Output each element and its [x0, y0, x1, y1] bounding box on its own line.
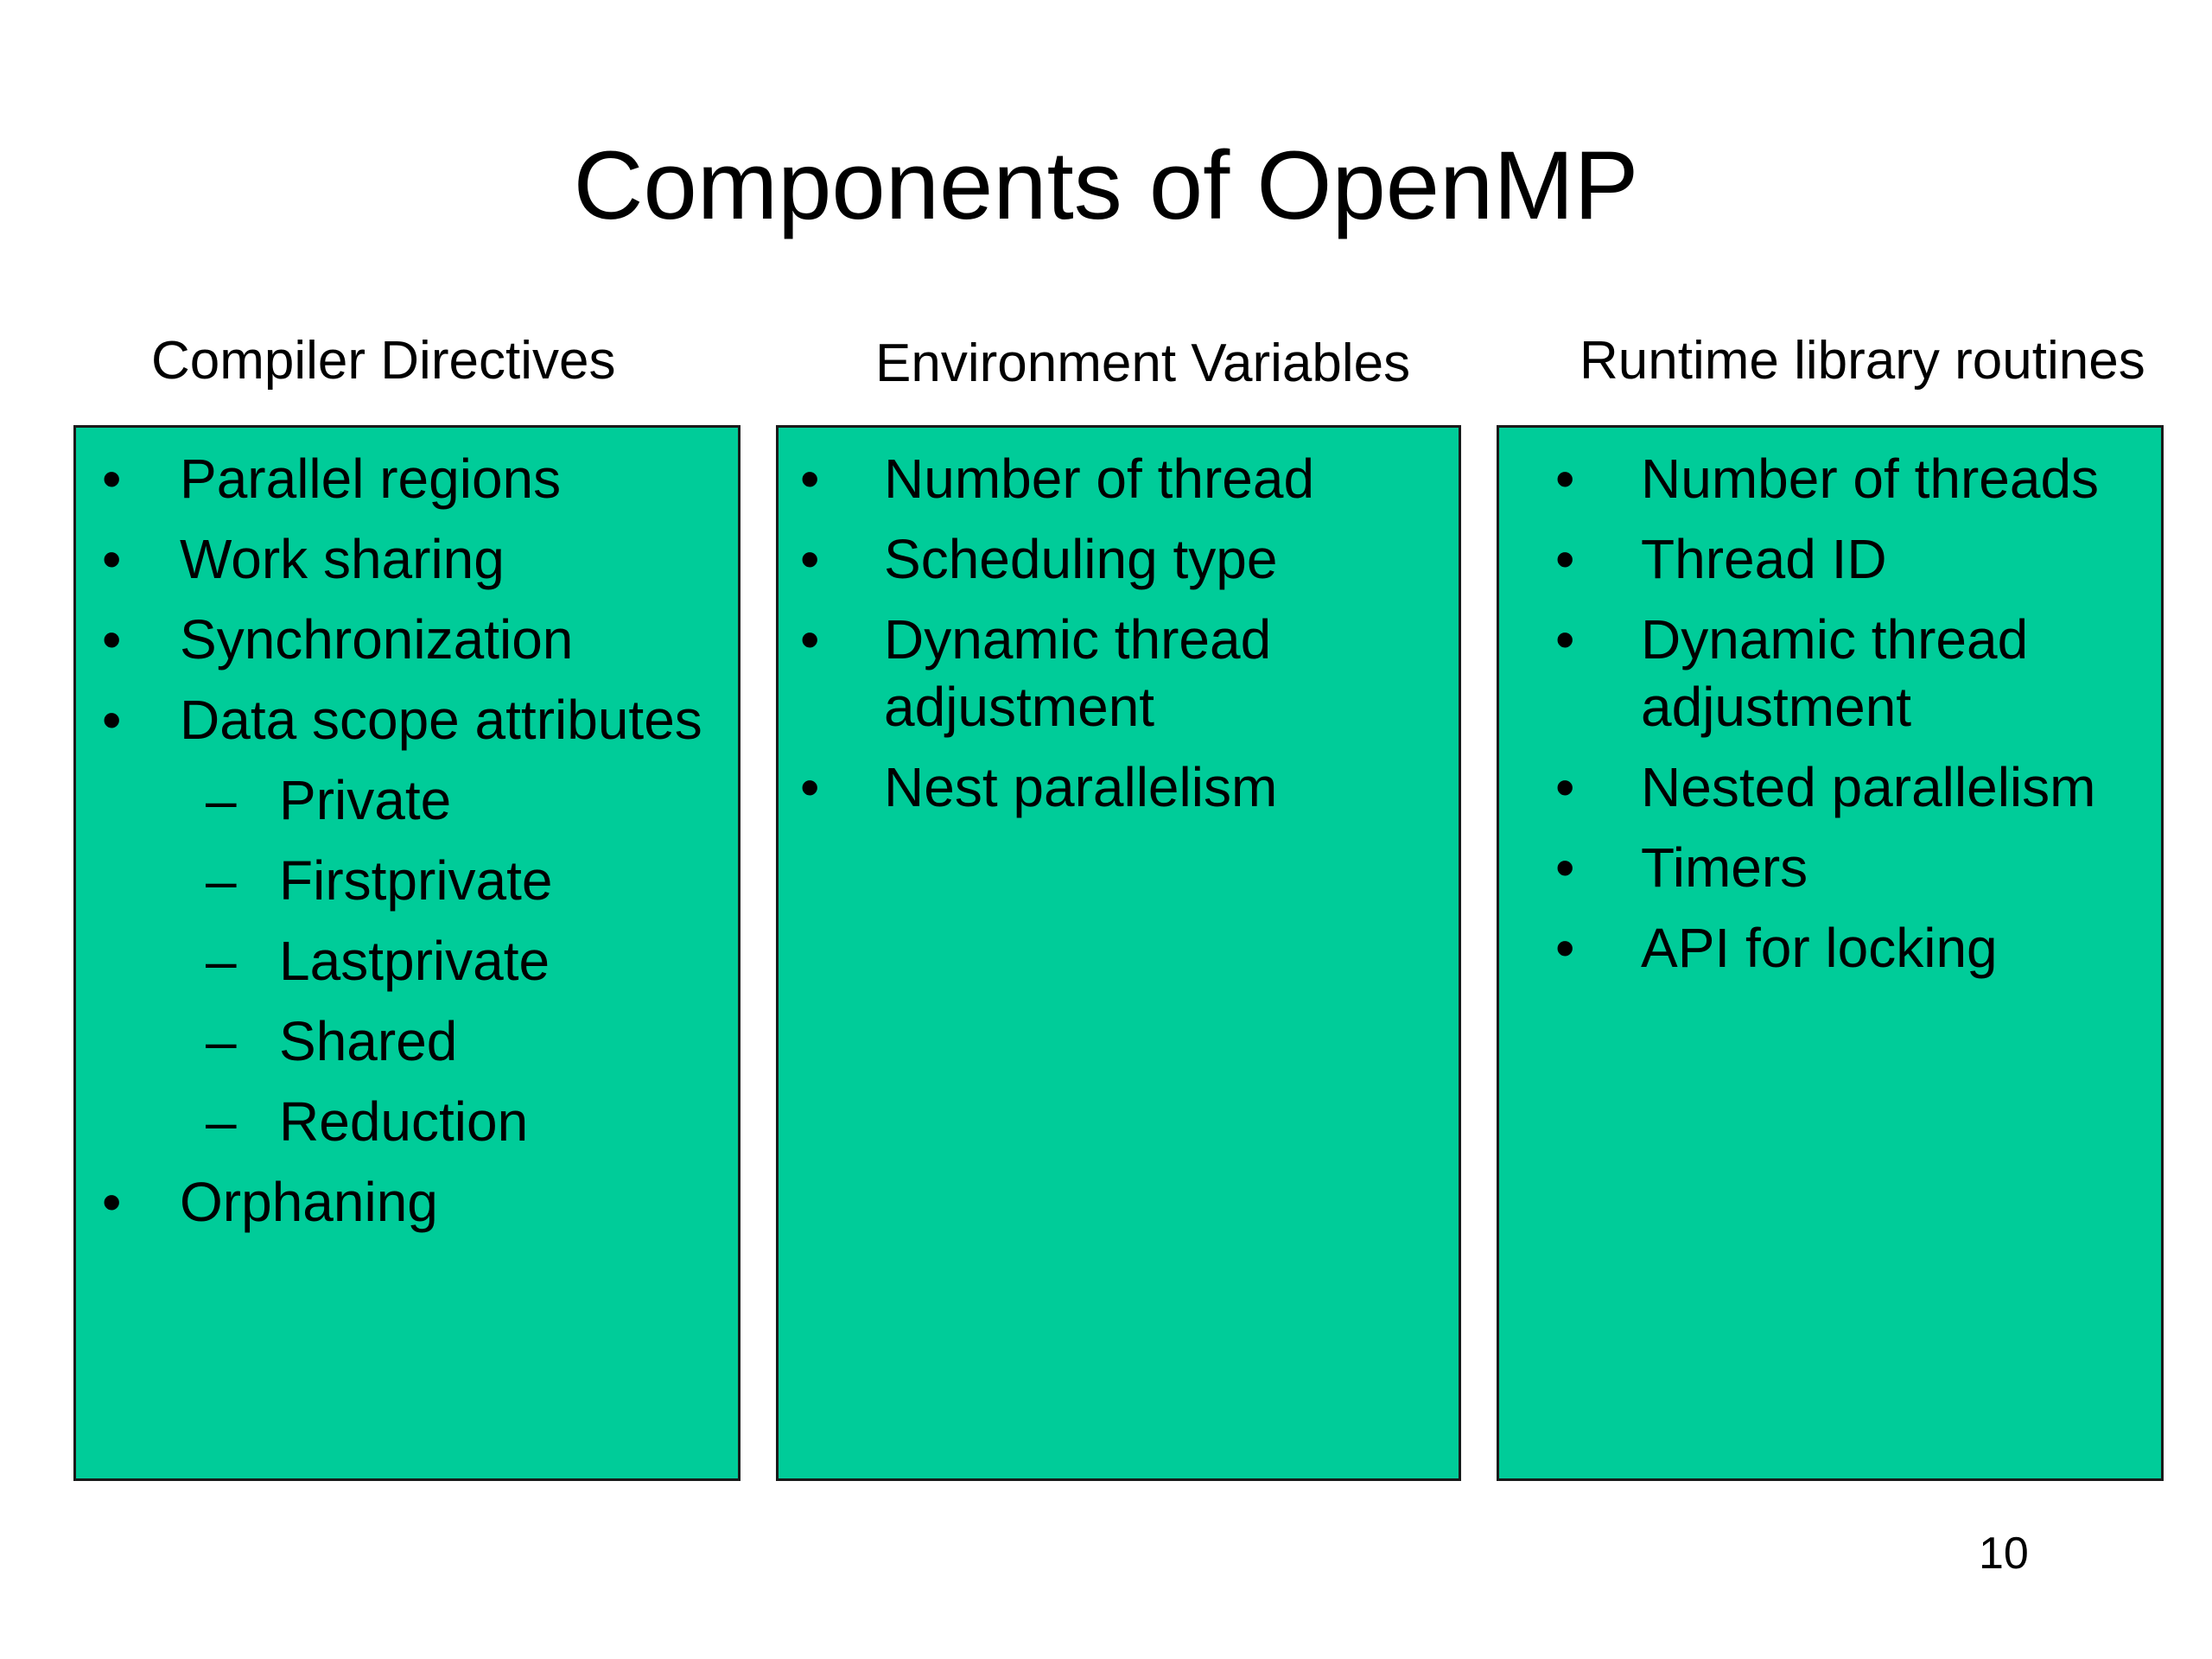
list-item: • Thread ID: [1499, 525, 2161, 593]
list-item: • Scheduling type: [779, 525, 1459, 593]
list-item: • Nested parallelism: [1499, 753, 2161, 821]
bullet-marker: •: [102, 528, 122, 590]
list-item: • Number of thread: [779, 445, 1459, 512]
bullet-marker: •: [1555, 448, 1575, 510]
list-item-text: Orphaning: [180, 1171, 438, 1233]
bullet-marker: •: [102, 608, 122, 671]
list-item-text: Thread ID: [1641, 528, 1887, 590]
bullet-marker: •: [1555, 917, 1575, 979]
dash-marker: –: [206, 849, 237, 912]
list-item: • Orphaning: [76, 1168, 738, 1236]
list-item: • Data scope attributes: [76, 686, 738, 753]
runtime-library-routines-box: • Number of threads • Thread ID • Dynamic thr…: [1497, 425, 2164, 1481]
list-item: • Nest parallelism: [779, 753, 1459, 821]
sub-list-item: –Firstprivate: [76, 847, 738, 914]
list-item: • Work sharing: [76, 525, 738, 593]
list-item: • Timers: [1499, 834, 2161, 901]
sub-list-item: –Lastprivate: [76, 927, 738, 995]
bullet-marker: •: [102, 1171, 122, 1233]
list-item: • API for locking: [1499, 914, 2161, 982]
sub-list-item: –Reduction: [76, 1088, 738, 1155]
list-item-text: Data scope attributes: [180, 689, 702, 751]
dash-marker: –: [206, 1090, 237, 1153]
dash-marker: –: [206, 769, 237, 831]
list-item-text: Private: [279, 769, 452, 831]
bullet-marker: •: [102, 689, 122, 751]
list-item-text: Shared: [279, 1010, 458, 1072]
compiler-directives-list: • Parallel regions • Work sharing • Synchroni…: [76, 428, 738, 1236]
list-item-text: Work sharing: [180, 528, 505, 590]
list-item-text: Reduction: [279, 1090, 529, 1153]
dash-marker: –: [206, 930, 237, 992]
list-item: • Parallel regions: [76, 445, 738, 512]
list-item-text: Timers: [1641, 836, 1808, 899]
bullet-marker: •: [1555, 608, 1575, 671]
list-item-text: Number of threads: [1641, 448, 2100, 510]
sub-list-item: –Shared: [76, 1007, 738, 1075]
bullet-marker: •: [800, 608, 820, 671]
environment-variables-list: • Number of thread • Scheduling type • Dynami…: [779, 428, 1459, 821]
list-item-text: Number of thread: [884, 448, 1315, 510]
heading-environment-variables: Environment Variables: [875, 334, 1411, 393]
list-item-text: Lastprivate: [279, 930, 550, 992]
bullet-marker: •: [1555, 528, 1575, 590]
list-item: • Number of threads: [1499, 445, 2161, 512]
list-item-text: Nested parallelism: [1641, 756, 2096, 818]
bullet-marker: •: [800, 528, 820, 590]
list-item: • Synchronization: [76, 606, 738, 673]
bullet-marker: •: [800, 756, 820, 818]
environment-variables-box: • Number of thread • Scheduling type • Dynami…: [776, 425, 1461, 1481]
bullet-marker: •: [800, 448, 820, 510]
list-item-text: Parallel regions: [180, 448, 562, 510]
list-item: • Dynamic thread adjustment: [1499, 606, 2161, 741]
heading-compiler-directives: Compiler Directives: [151, 331, 616, 391]
list-item: • Dynamic thread adjustment: [779, 606, 1459, 741]
dash-marker: –: [206, 1010, 237, 1072]
runtime-library-routines-list: • Number of threads • Thread ID • Dynamic thr…: [1499, 428, 2161, 982]
bullet-marker: •: [102, 448, 122, 510]
heading-runtime-library-routines: Runtime library routines: [1580, 331, 2145, 391]
list-item-text: Nest parallelism: [884, 756, 1278, 818]
list-item-text: Firstprivate: [279, 849, 553, 912]
page-number: 10: [1979, 1529, 2029, 1579]
bullet-marker: •: [1555, 836, 1575, 899]
list-item-text: API for locking: [1641, 917, 1998, 979]
sub-list-item: –Private: [76, 766, 738, 834]
list-item-text: Scheduling type: [884, 528, 1278, 590]
slide-title: Components of OpenMP: [573, 131, 1639, 239]
list-item-text: Dynamic thread adjustment: [1641, 608, 2029, 738]
compiler-directives-box: • Parallel regions • Work sharing • Synchroni…: [73, 425, 741, 1481]
list-item-text: Dynamic thread adjustment: [884, 608, 1272, 738]
bullet-marker: •: [1555, 756, 1575, 818]
list-item-text: Synchronization: [180, 608, 574, 671]
